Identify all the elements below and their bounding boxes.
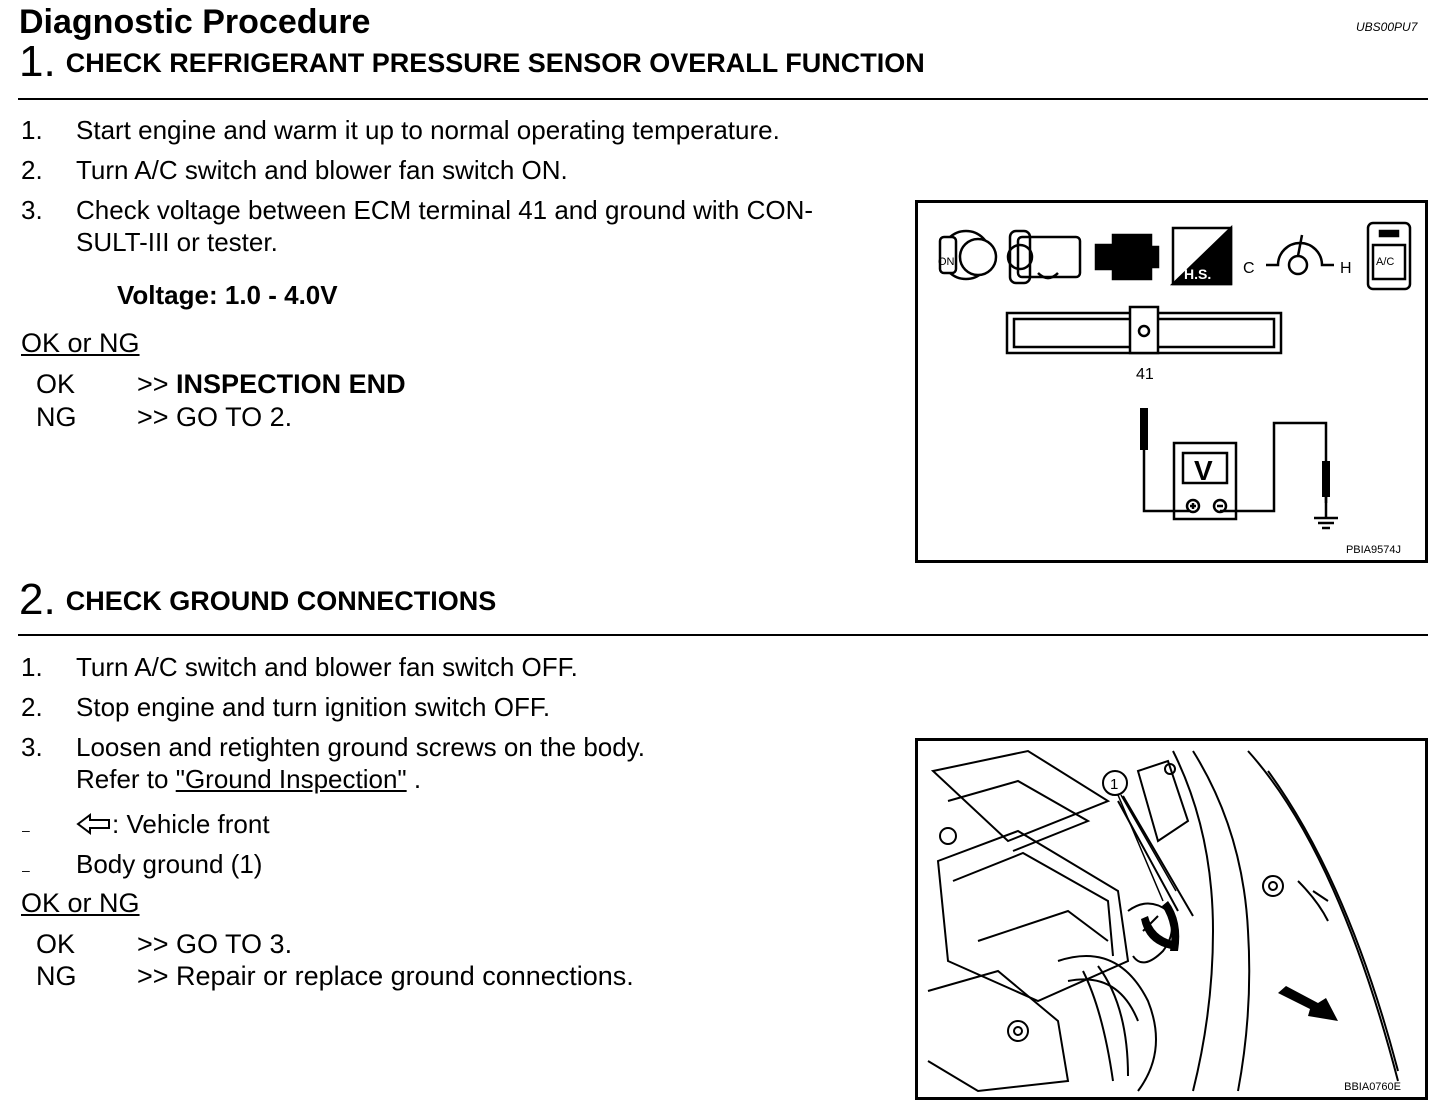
result-key: OK bbox=[36, 929, 76, 959]
voltage-check-diagram: ON H.S. C H A/C 41 V bbox=[938, 221, 1412, 530]
result-arrow: >> bbox=[137, 369, 177, 399]
result-action: GO TO 2. bbox=[176, 402, 293, 432]
section-2-number: 2. bbox=[19, 575, 56, 624]
vehicle-front-arrow-icon bbox=[76, 813, 110, 835]
ignition-on-icon bbox=[938, 229, 998, 281]
section-2-step-1: 1. Turn A/C switch and blower fan switch… bbox=[0, 651, 900, 683]
step-text-continued: SULT-III or tester. bbox=[76, 227, 278, 257]
engine-running-icon bbox=[1006, 229, 1082, 285]
ground-location-figure: 1 BBIA0760E bbox=[915, 738, 1428, 1100]
ac-switch-icon bbox=[1366, 221, 1412, 291]
result-arrow: >> bbox=[137, 402, 177, 432]
step-number: 1. bbox=[21, 115, 43, 145]
harness-side-icon bbox=[1169, 225, 1233, 286]
section-2-result-ok: OK >> GO TO 3. bbox=[0, 928, 800, 960]
refer-suffix: . bbox=[406, 764, 422, 794]
temperature-gauge-icon bbox=[1266, 234, 1334, 276]
ground-symbol bbox=[1314, 493, 1338, 530]
bullet-text: : Vehicle front bbox=[112, 809, 270, 839]
result-action: INSPECTION END bbox=[176, 369, 406, 399]
bullet-text: Body ground (1) bbox=[76, 849, 263, 879]
section-1-result-ng: NG >> GO TO 2. bbox=[0, 401, 700, 433]
section-2-result-ng: NG >> Repair or replace ground connectio… bbox=[0, 960, 800, 992]
section-1-divider bbox=[18, 98, 1428, 100]
result-key: NG bbox=[36, 961, 77, 991]
step-text: Turn A/C switch and blower fan switch OF… bbox=[76, 652, 578, 682]
section-2-ok-or-ng: OK or NG bbox=[21, 888, 140, 918]
step-text: Check voltage between ECM terminal 41 an… bbox=[76, 195, 814, 225]
step-text: Loosen and retighten ground screws on th… bbox=[76, 732, 646, 762]
ecm-connector bbox=[1005, 305, 1283, 355]
step-text: Start engine and warm it up to normal op… bbox=[76, 115, 780, 145]
section-1-heading: 1. CHECK REFRIGERANT PRESSURE SENSOR OVER… bbox=[19, 38, 925, 87]
terminal-number: 41 bbox=[1136, 366, 1154, 383]
meter-v-label: V bbox=[1194, 455, 1213, 486]
section-2-heading: 2. CHECK GROUND CONNECTIONS bbox=[19, 576, 496, 625]
page-title: Diagnostic Procedure bbox=[19, 3, 371, 41]
vehicle-front-arrow bbox=[1278, 986, 1338, 1021]
refer-to-text: Refer to bbox=[76, 764, 176, 794]
section-1-ok-or-ng: OK or NG bbox=[21, 328, 140, 358]
section-1-step-1: 1. Start engine and warm it up to normal… bbox=[0, 114, 900, 146]
ground-inspection-link[interactable]: "Ground Inspection" bbox=[175, 764, 407, 794]
step-number: 3. bbox=[21, 732, 43, 762]
section-1-step-2: 2. Turn A/C switch and blower fan switch… bbox=[0, 154, 900, 186]
section-1-result-ok: OK >> INSPECTION END bbox=[0, 368, 700, 400]
bullet-body-ground: – Body ground (1) bbox=[0, 848, 700, 880]
result-key: NG bbox=[36, 402, 77, 432]
result-action: >> Repair or replace ground connections. bbox=[137, 961, 634, 991]
voltage-spec: Voltage: 1.0 - 4.0V bbox=[117, 280, 338, 310]
step-text: Turn A/C switch and blower fan switch ON… bbox=[76, 155, 568, 185]
section-2-step-2: 2. Stop engine and turn ignition switch … bbox=[0, 691, 900, 723]
section-2-title: CHECK GROUND CONNECTIONS bbox=[65, 586, 497, 616]
gauge-c-label: C bbox=[1243, 260, 1255, 277]
step-number: 2. bbox=[21, 155, 43, 185]
bullet-vehicle-front: – : Vehicle front bbox=[0, 808, 700, 840]
step-text: Stop engine and turn ignition switch OFF… bbox=[76, 692, 551, 722]
icon-hs-text: H.S. bbox=[1184, 266, 1211, 282]
step-number: 3. bbox=[21, 195, 43, 225]
voltage-check-figure: ON H.S. C H A/C 41 V PBIA9574J bbox=[915, 200, 1428, 563]
engine-bay-illustration: 1 bbox=[927, 749, 1399, 1093]
probe-tip-positive bbox=[1140, 408, 1148, 450]
voltmeter bbox=[1172, 441, 1238, 521]
section-2-step-3: 3. Loosen and retighten ground screws on… bbox=[0, 731, 900, 795]
bullet-dash: – bbox=[22, 822, 30, 838]
connector-icon bbox=[1094, 233, 1160, 281]
gauge-h-label: H bbox=[1340, 260, 1352, 277]
figure-1-id: PBIA9574J bbox=[1345, 544, 1401, 556]
section-1-number: 1. bbox=[19, 37, 56, 86]
step-number: 2. bbox=[21, 692, 43, 722]
callout-circle bbox=[1102, 770, 1128, 796]
section-1-step-3: 3. Check voltage between ECM terminal 41… bbox=[0, 194, 900, 258]
section-1-title: CHECK REFRIGERANT PRESSURE SENSOR OVERAL… bbox=[65, 48, 925, 78]
result-action: >> GO TO 3. bbox=[137, 929, 293, 959]
probe-tip-negative bbox=[1322, 461, 1330, 497]
figure-2-id: BBIA0760E bbox=[1344, 1081, 1401, 1093]
icon-ac-text: A/C bbox=[1376, 256, 1394, 268]
bullet-dash: – bbox=[22, 862, 30, 878]
icon-on-text: ON bbox=[938, 256, 955, 268]
callout-number: 1 bbox=[1110, 776, 1118, 793]
document-code: UBS00PU7 bbox=[1356, 20, 1418, 34]
step-number: 1. bbox=[21, 652, 43, 682]
section-2-divider bbox=[18, 634, 1428, 636]
result-key: OK bbox=[36, 369, 76, 399]
